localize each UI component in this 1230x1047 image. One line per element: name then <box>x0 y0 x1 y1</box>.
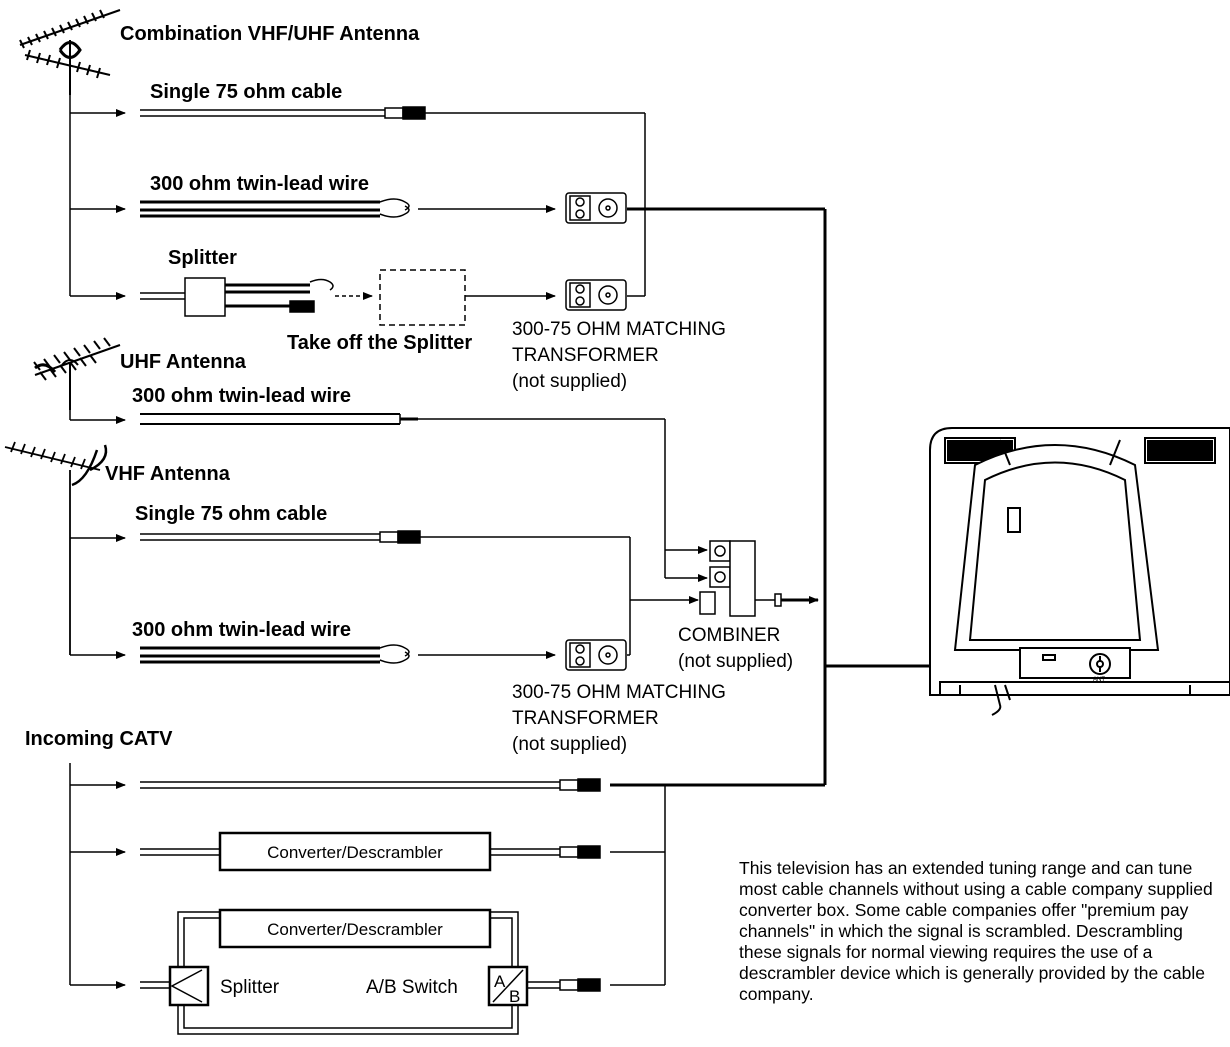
transformer-2-line-2: TRANSFORMER <box>512 708 659 729</box>
twin300-a-label: 300 ohm twin-lead wire <box>150 173 369 195</box>
ab-glyph-b: B <box>509 987 520 1006</box>
uhf-antenna-label: UHF Antenna <box>120 351 247 373</box>
combiner-device <box>699 540 819 617</box>
transformer-1-line-3: (not supplied) <box>512 371 627 392</box>
converter-2-label: Converter/Descrambler <box>267 920 443 939</box>
tv-jack-label: ANT <box>1093 677 1105 683</box>
twin300-b-label: 300 ohm twin-lead wire <box>132 385 351 407</box>
twin-lead-a <box>140 198 556 218</box>
coax-cable-a <box>140 106 646 297</box>
incoming-catv-label: Incoming CATV <box>25 728 173 750</box>
matching-transformer-b <box>565 279 627 311</box>
combo-trunk-lines <box>69 95 126 300</box>
combo-antenna-label: Combination VHF/UHF Antenna <box>120 23 420 45</box>
single75-b-label: Single 75 ohm cable <box>135 503 327 525</box>
splitter-2-label: Splitter <box>220 977 280 998</box>
twin-lead-b <box>140 413 708 554</box>
ab-glyph-a: A <box>494 972 506 991</box>
splitter-device <box>140 269 556 326</box>
catv-ab-switch-path <box>140 908 665 1035</box>
television-rear-icon: ANT <box>929 427 1230 716</box>
take-off-splitter-label: Take off the Splitter <box>287 332 472 354</box>
converter-1-label: Converter/Descrambler <box>267 843 443 862</box>
matching-transformer-c <box>565 639 627 671</box>
transformer-1-line-1: 300-75 OHM MATCHING <box>512 319 726 340</box>
catv-direct-cable <box>140 778 825 792</box>
coax-cable-b <box>140 530 708 656</box>
single75-a-label: Single 75 ohm cable <box>150 81 342 103</box>
vhf-antenna-icon <box>4 441 108 655</box>
uhf-trunk <box>69 410 126 424</box>
splitter-label: Splitter <box>168 247 237 269</box>
combiner-line-2: (not supplied) <box>678 651 793 672</box>
twin300-c-label: 300 ohm twin-lead wire <box>132 619 351 641</box>
matching-transformer-a <box>565 192 825 224</box>
transformer-1-line-2: TRANSFORMER <box>512 345 659 366</box>
uhf-antenna-icon <box>33 337 121 410</box>
combiner-line-1: COMBINER <box>678 625 780 646</box>
transformer-2-line-3: (not supplied) <box>512 734 627 755</box>
vhf-antenna-label: VHF Antenna <box>105 463 231 485</box>
cable-note-paragraph: This television has an extended tuning r… <box>739 858 1213 1004</box>
vhf-trunk <box>70 534 126 659</box>
ab-switch-label: A/B Switch <box>366 977 458 998</box>
catv-converter-path <box>140 785 666 985</box>
transformer-2-line-1: 300-75 OHM MATCHING <box>512 682 726 703</box>
catv-trunk <box>69 763 126 989</box>
combination-antenna-icon <box>19 9 121 95</box>
twin-lead-c <box>140 644 556 664</box>
